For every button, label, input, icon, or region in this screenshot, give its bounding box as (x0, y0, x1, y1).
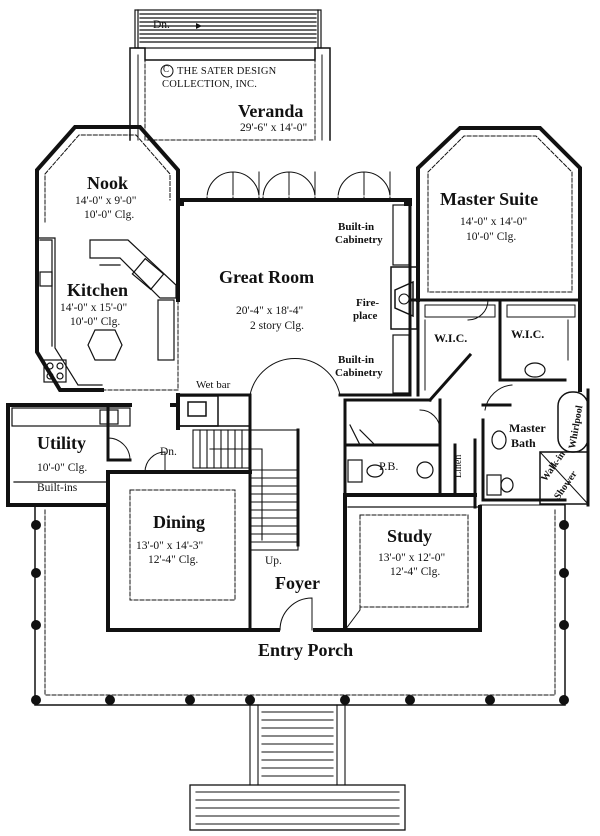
great-room-ceiling: 2 story Clg. (250, 320, 304, 332)
fireplace-line-2: place (353, 310, 378, 322)
study-title: Study (387, 526, 433, 546)
nook-size: 14'-0" x 9'-0" (75, 195, 137, 207)
great-room-walls (176, 198, 412, 397)
nook-ceiling: 10'-0" Clg. (84, 209, 135, 221)
utility-ceiling: 10'-0" Clg. (37, 462, 88, 474)
builtin-cabinetry-top-line-1: Built-in (338, 221, 375, 233)
dining-title: Dining (153, 512, 206, 532)
master-suite-size: 14'-0" x 14'-0" (460, 216, 528, 228)
foyer-stairs-up-label: Up. (265, 555, 282, 567)
dining-size: 13'-0" x 14'-3" (136, 540, 204, 552)
kitchen-ceiling: 10'-0" Clg. (70, 316, 121, 328)
linen-label: Linen (453, 454, 464, 478)
master-suite-walls (416, 126, 582, 302)
kitchen-title: Kitchen (67, 280, 128, 300)
veranda-stairs (134, 9, 322, 49)
dining-walls (106, 470, 252, 632)
kitchen-counters (36, 237, 177, 386)
veranda-title: Veranda (238, 101, 304, 121)
wet-bar-label: Wet bar (196, 379, 231, 391)
builtin-cabinetry (392, 204, 410, 394)
copyright-line-2: COLLECTION, INC. (162, 79, 258, 90)
wic-left-label: W.I.C. (434, 331, 468, 345)
great-room-title: Great Room (219, 267, 315, 287)
wet-bar (177, 395, 251, 427)
inner-stairs-down-label: Dn. (160, 446, 177, 458)
master-bath-line-1: Master (509, 421, 546, 435)
porch-columns (31, 520, 569, 705)
nook-title: Nook (87, 173, 129, 193)
great-room-size: 20'-4" x 18'-4" (236, 305, 304, 317)
study-ceiling: 12'-4" Clg. (390, 566, 441, 578)
veranda-stairs-down-label: Dn. (153, 19, 170, 31)
veranda-french-doors (206, 171, 391, 199)
master-bath-line-2: Bath (511, 436, 536, 450)
nook-walls (35, 125, 180, 227)
builtin-cabinetry-bottom-line-2: Cabinetry (335, 367, 383, 379)
master-suite-title: Master Suite (440, 189, 539, 209)
copyright-line-1: THE SATER DESIGN (177, 66, 277, 77)
entry-porch (34, 504, 566, 706)
copyright-symbol (160, 64, 174, 78)
foyer-title: Foyer (275, 573, 320, 593)
builtin-cabinetry-bottom-line-1: Built-in (338, 354, 375, 366)
copyright-symbol-letter: C (163, 64, 170, 74)
kitchen-size: 14'-0" x 15'-0" (60, 302, 128, 314)
fireplace (390, 266, 418, 330)
entry-porch-title: Entry Porch (258, 640, 354, 660)
fireplace-line-1: Fire- (356, 297, 380, 309)
dining-ceiling: 12'-4" Clg. (148, 554, 199, 566)
veranda-size: 29'-6" x 14'-0" (240, 122, 308, 134)
powder-bath (343, 398, 442, 497)
walk-in-closets (416, 298, 576, 403)
linen-closet (453, 438, 477, 509)
utility-builtins: Built-ins (37, 482, 78, 494)
utility-title: Utility (37, 433, 86, 453)
master-bath (481, 362, 590, 507)
front-stairs (189, 704, 406, 831)
master-suite-ceiling: 10'-0" Clg. (466, 231, 517, 243)
powder-bath-label: P.B. (379, 459, 399, 473)
builtin-cabinetry-top-line-2: Cabinetry (335, 234, 383, 246)
wic-right-label: W.I.C. (511, 327, 545, 341)
study-size: 13'-0" x 12'-0" (378, 552, 446, 564)
